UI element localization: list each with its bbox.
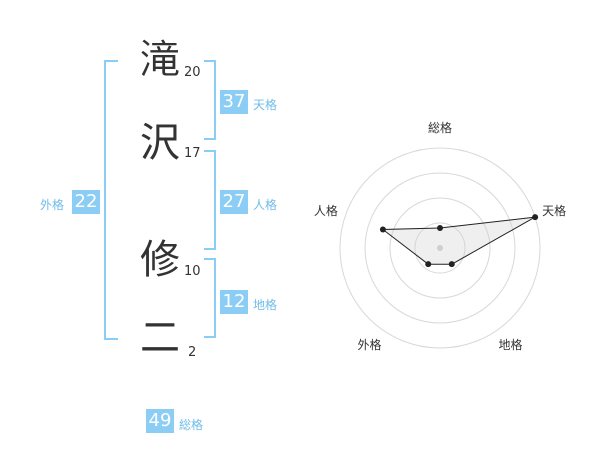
stroke-count-4: 2 [188,345,197,360]
jinkaku-value: 27 [220,190,248,214]
soukaku-label: 総格 [179,418,204,432]
radar-point-2 [532,214,539,221]
radar-axis-label-5: 人格 [314,203,338,218]
radar-axis-label-2: 天格 [542,203,566,218]
radar-ring-1 [414,222,466,274]
radar-point-4 [425,261,432,268]
radar-ring-2 [389,197,491,299]
gaikaku-bracket [104,60,118,340]
name-char-1: 滝 [140,37,180,83]
radar-point-3 [448,261,455,268]
radar-axis-label-1: 総格 [428,120,452,135]
chikaku-label: 地格 [253,298,278,312]
soukaku-value: 49 [146,409,174,433]
radar-point-1 [437,225,443,231]
radar-center-dot [437,245,443,251]
tenkaku-bracket [204,60,216,140]
stroke-count-1: 20 [184,65,201,80]
stroke-count-3: 10 [184,264,201,279]
radar-ring-4 [339,147,541,349]
chikaku-value: 12 [220,290,248,314]
tenkaku-value: 37 [220,90,248,114]
radar-ring-3 [364,172,516,324]
radar-axis-label-3: 地格 [498,337,522,352]
chikaku-bracket [204,258,216,338]
jinkaku-bracket [204,150,216,250]
radar-axis-label-4: 外格 [357,337,381,352]
name-char-3: 修 [140,237,180,283]
name-char-2: 沢 [140,120,180,166]
name-char-4: 二 [140,315,180,361]
tenkaku-label: 天格 [253,98,278,112]
jinkaku-label: 人格 [253,198,278,212]
radar-series-polygon [381,216,536,265]
stroke-count-2: 17 [184,146,201,161]
gaikaku-label: 外格 [40,198,65,212]
radar-point-5 [379,226,386,233]
gaikaku-value: 22 [72,190,100,214]
